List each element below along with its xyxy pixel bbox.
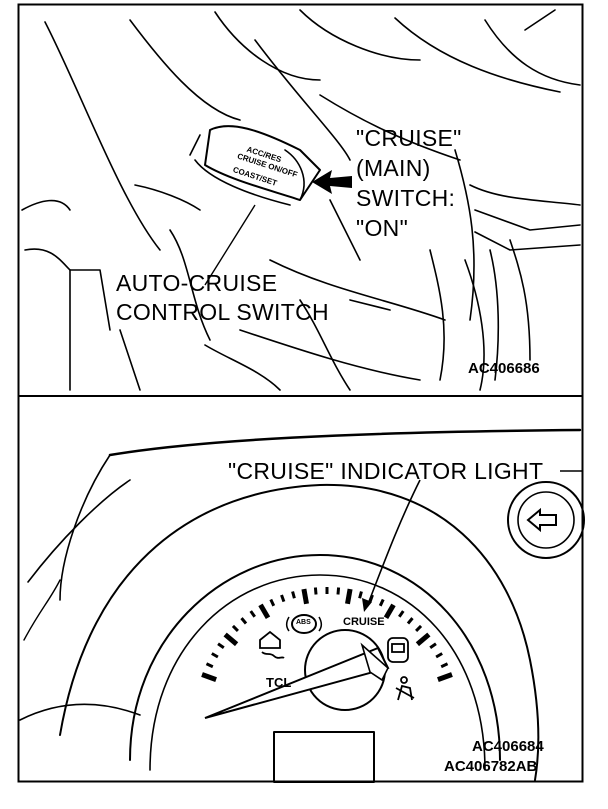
figure-code-bottom-1: AC406684	[472, 738, 544, 755]
gauge-tick	[368, 594, 374, 603]
gauge-tick	[435, 652, 443, 659]
leader-line-indicator	[367, 479, 421, 605]
door-open-car-icon	[387, 637, 409, 663]
gauge-tick	[301, 588, 309, 605]
gauge-tick	[313, 587, 318, 595]
gauge-tick	[231, 624, 239, 632]
gauge-tick	[240, 617, 248, 625]
figure-code-bottom-2: AC406782AB	[444, 758, 538, 775]
gauge-tick	[415, 632, 431, 647]
callout-cruise-line-4: "ON"	[356, 215, 409, 241]
gauge-tick	[437, 672, 453, 682]
frame-border	[17, 3, 584, 783]
seatbelt-warning-icon	[395, 676, 415, 701]
traction-skid-icon	[259, 630, 285, 659]
gauge-tick	[406, 617, 414, 625]
gauge-tick-marks	[201, 587, 453, 682]
pointer-arrow-cruise-switch	[312, 170, 352, 194]
gauge-tick	[358, 591, 363, 599]
meter-cluster-illustration	[19, 428, 585, 783]
gauge-tick	[440, 662, 449, 669]
gauge-tick	[258, 603, 271, 620]
callout-indicator-light: "CRUISE" INDICATOR LIGHT	[228, 458, 544, 484]
gauge-cruise-text: CRUISE	[343, 616, 385, 628]
abs-warning-icon	[286, 614, 322, 634]
left-arrow-icon	[526, 507, 557, 533]
steering-column-illustration	[21, 9, 581, 391]
gauge-tick	[269, 598, 276, 607]
callout-cruise-line-3: SWITCH:	[356, 185, 456, 211]
gauge-tick	[280, 594, 286, 603]
callout-cruise-line-2: (MAIN)	[356, 155, 431, 181]
gauge-tick	[398, 610, 405, 618]
gauge-tick	[429, 642, 437, 649]
gauge-tick	[249, 610, 256, 618]
gauge-needle	[204, 629, 390, 719]
gauge-tcl-text: TCL	[266, 675, 292, 690]
leader-line-auto-cruise	[204, 204, 256, 286]
gauge-tick	[415, 624, 423, 632]
leader-arrowhead	[362, 598, 372, 612]
gauge-tick	[291, 591, 296, 599]
gauge-tick	[211, 652, 219, 659]
callout-auto-cruise-line-2: CONTROL SWITCH	[116, 299, 329, 325]
gauge-tick	[383, 603, 396, 620]
gauge-tick	[205, 662, 214, 669]
gauge-tick	[336, 587, 341, 595]
gauge-tick	[223, 632, 239, 647]
gauge-tick	[201, 672, 217, 682]
callout-cruise-line-1: "CRUISE"	[356, 125, 462, 151]
gauge-tick	[378, 598, 385, 607]
callout-auto-cruise-line-1: AUTO-CRUISE	[116, 270, 278, 296]
figure-code-top: AC406686	[468, 360, 540, 377]
gauge-abs-text: ABS	[296, 619, 311, 626]
gauge-tick	[345, 588, 353, 605]
gauge-tick	[217, 642, 225, 649]
